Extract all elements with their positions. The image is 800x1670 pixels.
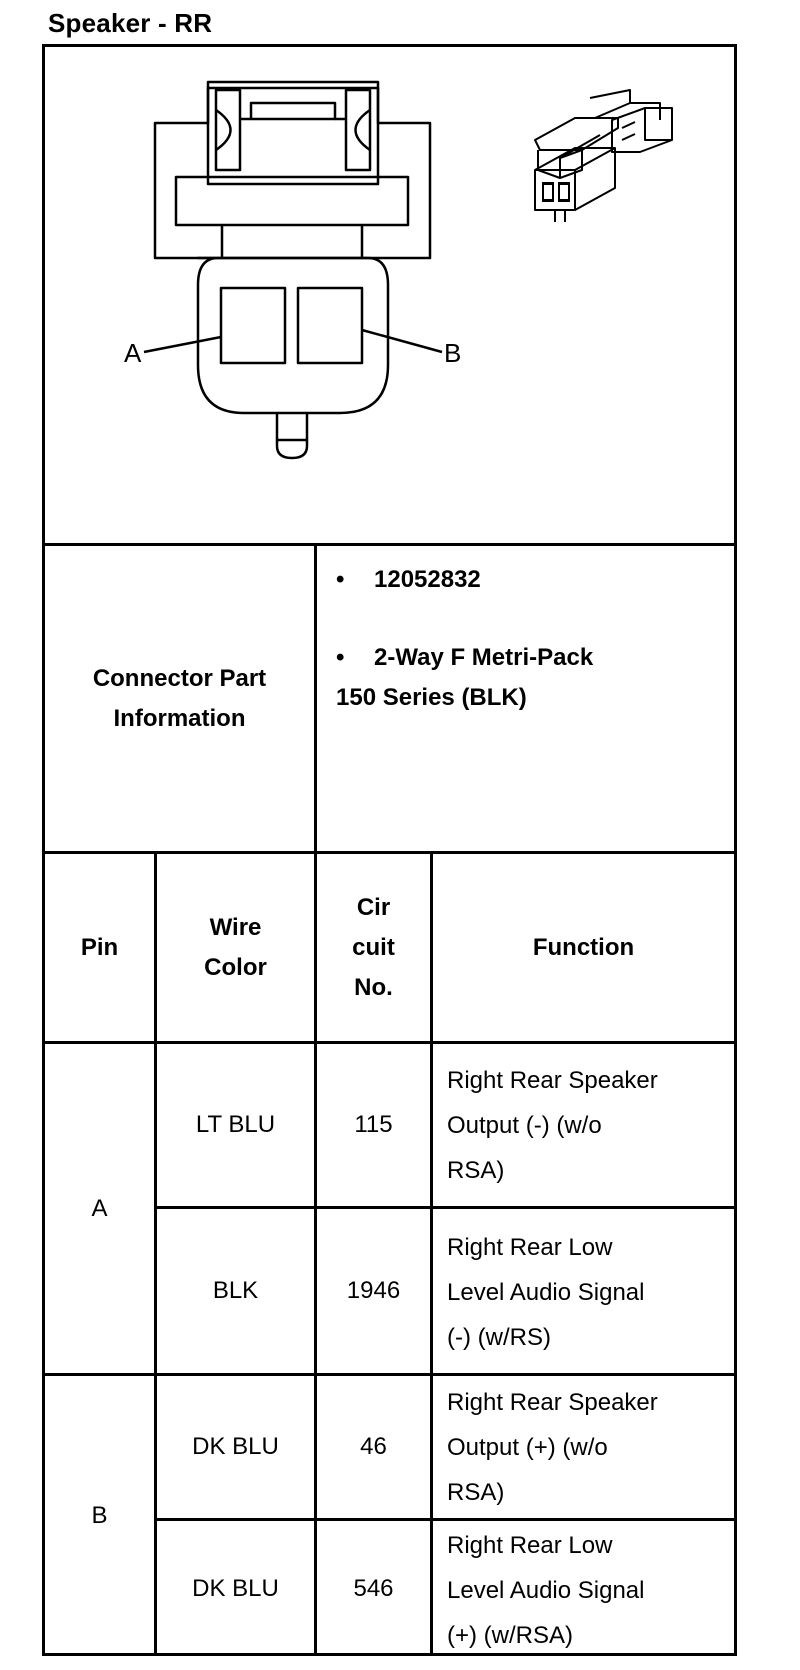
circuit-cell: 46 [360,1433,387,1460]
col-divider-3 [430,851,433,1656]
header-circuit-line1: Cir [356,893,391,921]
part-number: 12052832 [374,566,481,593]
divider-info [314,543,317,852]
connector-face-outline [153,86,432,260]
part-number-item: • 12052832 [336,560,481,600]
circuit-cell: 546 [353,1574,394,1602]
function-cell: Right Rear Speaker Output (+) (w/o RSA) [447,1389,658,1506]
function-cell: Right Rear Low Level Audio Signal (-) (w… [447,1234,645,1351]
circuit-cell: 1946 [346,1277,401,1304]
pin-b-leader [361,328,443,354]
header-circuit: Cir cuit No. [317,854,430,1041]
header-circuit-line3: No. [354,973,393,1001]
header-wire-color-line2: Color [204,953,267,981]
row-divider-group [42,1373,737,1376]
col-divider-1 [154,851,157,1656]
function-cell: Right Rear Low Level Audio Signal (+) (w… [447,1532,645,1649]
latch-tab [206,80,380,186]
part-description-line2: 150 Series (BLK) [336,684,527,711]
pin-cell-a: A [91,1194,108,1222]
key-tab [275,413,309,460]
pin-a-leader [143,335,222,354]
wire-color-cell: BLK [212,1277,259,1304]
wire-color-cell: DK BLU [192,1433,279,1460]
connector-table-frame [42,44,737,1656]
wire-color-cell: LT BLU [195,1111,276,1138]
header-wire-color-line1: Wire [209,913,262,941]
part-description-item: • 2-Way F Metri-Pack [336,638,593,678]
row-divider-a1 [154,1206,737,1209]
cavity-a [219,286,287,365]
page-title: Speaker - RR [48,8,213,38]
circuit-cell: 115 [354,1111,393,1138]
connector-diagram: A B [124,80,673,460]
crossbar [174,175,410,227]
header-function: Function [532,933,635,961]
pin-cell-b: B [91,1502,108,1529]
bullet-icon: • [336,644,345,671]
header-circuit-line2: cuit [352,933,395,961]
connector-isometric-icon [534,89,673,222]
connector-info-label-line2: Information [113,704,246,732]
row-divider-header [42,1041,737,1044]
part-description-line1: 2-Way F Metri-Pack [374,644,594,671]
header-wire-color: Wire Color [157,854,314,1041]
wire-color-cell: DK BLU [192,1574,279,1602]
bullet-icon: • [336,566,345,593]
row-divider-b1 [154,1518,737,1521]
divider-header [42,851,737,854]
col-divider-2 [314,851,317,1656]
terminal-housing [196,256,390,415]
cavity-b [296,286,364,365]
function-cell: Right Rear Speaker Output (-) (w/o RSA) [447,1067,658,1184]
connector-info-label-line1: Connector Part [92,664,267,692]
pin-a-label: A [124,338,142,368]
header-pin: Pin [80,933,119,961]
connector-info-label: Connector Part Information [45,546,314,851]
pin-b-label: B [444,338,461,368]
divider-diagram [42,543,737,546]
